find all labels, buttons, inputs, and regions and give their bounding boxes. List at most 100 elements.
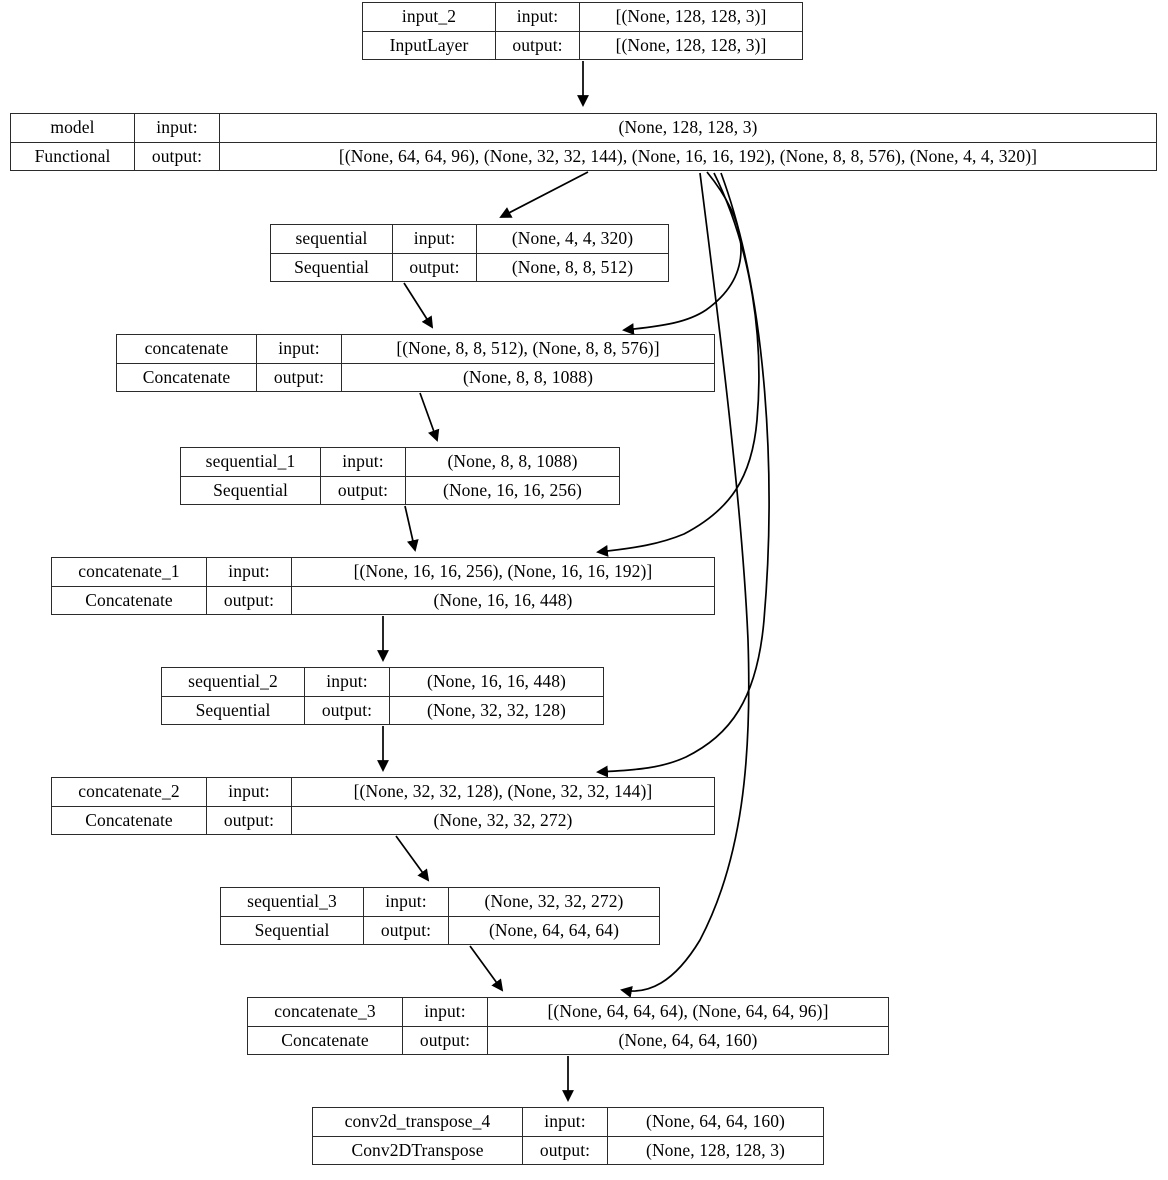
node-output-shape: (None, 16, 16, 448) (433, 589, 573, 610)
node-output-label: output: (305, 696, 390, 724)
node-input-row: conv2d_transpose_4 input: (None, 64, 64,… (313, 1108, 823, 1137)
node-layer-class: Sequential (271, 253, 393, 281)
node-input-label: input: (207, 778, 292, 806)
node-layer-class: Concatenate (52, 586, 207, 614)
node-input-label: input: (257, 335, 342, 363)
node-layer-class: Sequential (221, 916, 364, 944)
node-input-label: input: (496, 3, 580, 31)
node-input-shape: [(None, 8, 8, 512), (None, 8, 8, 576)] (396, 338, 660, 358)
node-output-row: Concatenate output: (None, 32, 32, 272) (52, 806, 714, 834)
node-input-shape: (None, 16, 16, 448) (427, 671, 566, 691)
node-input-label: input: (321, 448, 406, 476)
node-output-row: Functional output: [(None, 64, 64, 96), … (11, 142, 1156, 170)
node-layer-name: input_2 (363, 3, 496, 31)
node-layer-name: sequential_3 (221, 888, 364, 916)
node-output-label: output: (403, 1026, 488, 1054)
node-input-row: sequential_1 input: (None, 8, 8, 1088) (181, 448, 619, 477)
layer-node-model[interactable]: model input: (None, 128, 128, 3) Functio… (10, 113, 1157, 171)
node-input-shape: [(None, 128, 128, 3)] (615, 6, 767, 26)
node-input-label: input: (135, 114, 220, 142)
node-output-label: output: (523, 1136, 608, 1164)
node-output-label: output: (207, 806, 292, 834)
node-input-row: concatenate input: [(None, 8, 8, 512), (… (117, 335, 714, 364)
node-layer-name: model (11, 114, 135, 142)
node-layer-class: InputLayer (363, 31, 496, 59)
node-output-shape: [(None, 128, 128, 3)] (615, 34, 767, 55)
node-input-row: concatenate_2 input: [(None, 32, 32, 128… (52, 778, 714, 807)
node-output-label: output: (364, 916, 449, 944)
node-layer-class: Functional (11, 142, 135, 170)
node-output-row: Sequential output: (None, 32, 32, 128) (162, 696, 603, 724)
layer-node-concatenate[interactable]: concatenate input: [(None, 8, 8, 512), (… (116, 334, 715, 392)
node-input-shape: (None, 8, 8, 1088) (447, 451, 578, 471)
node-layer-name: sequential_2 (162, 668, 305, 696)
edge-sequential3-to-concatenate3 (469, 945, 504, 992)
node-input-label: input: (523, 1108, 608, 1136)
layer-node-concatenate_3[interactable]: concatenate_3 input: [(None, 64, 64, 64)… (247, 997, 889, 1055)
node-input-label: input: (207, 558, 292, 586)
node-output-shape: (None, 32, 32, 128) (427, 699, 566, 720)
node-output-shape: (None, 32, 32, 272) (433, 809, 573, 830)
node-output-label: output: (207, 586, 292, 614)
node-layer-name: concatenate_1 (52, 558, 207, 586)
node-input-label: input: (305, 668, 390, 696)
node-output-shape: (None, 128, 128, 3) (646, 1139, 785, 1160)
node-input-row: concatenate_1 input: [(None, 16, 16, 256… (52, 558, 714, 587)
node-layer-name: conv2d_transpose_4 (313, 1108, 523, 1136)
node-input-shape: [(None, 32, 32, 128), (None, 32, 32, 144… (353, 781, 653, 801)
node-layer-class: Sequential (162, 696, 305, 724)
node-input-row: model input: (None, 128, 128, 3) (11, 114, 1156, 143)
node-output-row: Concatenate output: (None, 16, 16, 448) (52, 586, 714, 614)
node-output-label: output: (321, 476, 406, 504)
node-layer-name: sequential_1 (181, 448, 321, 476)
node-output-row: InputLayer output: [(None, 128, 128, 3)] (363, 31, 802, 59)
node-output-row: Concatenate output: (None, 64, 64, 160) (248, 1026, 888, 1054)
node-layer-class: Sequential (181, 476, 321, 504)
node-input-label: input: (403, 998, 488, 1026)
node-output-label: output: (496, 31, 580, 59)
node-output-shape: (None, 64, 64, 160) (618, 1029, 758, 1050)
edge-concatenate2-to-sequential3 (395, 835, 430, 882)
layer-node-sequential_3[interactable]: sequential_3 input: (None, 32, 32, 272) … (220, 887, 660, 945)
node-input-shape: (None, 32, 32, 272) (484, 891, 624, 911)
node-input-shape: (None, 64, 64, 160) (646, 1111, 785, 1131)
node-input-shape: (None, 4, 4, 320) (511, 228, 634, 248)
node-input-label: input: (364, 888, 449, 916)
node-input-row: sequential_2 input: (None, 16, 16, 448) (162, 668, 603, 697)
node-input-shape: (None, 128, 128, 3) (618, 117, 758, 137)
node-input-row: input_2 input: [(None, 128, 128, 3)] (363, 3, 802, 32)
node-output-shape: (None, 64, 64, 64) (488, 919, 620, 940)
node-layer-name: concatenate_3 (248, 998, 403, 1026)
edge-sequential-to-concatenate (403, 282, 434, 329)
node-output-shape: (None, 16, 16, 256) (443, 479, 582, 500)
node-output-label: output: (135, 142, 220, 170)
layer-node-conv2d_transpose_4[interactable]: conv2d_transpose_4 input: (None, 64, 64,… (312, 1107, 824, 1165)
node-input-label: input: (393, 225, 477, 253)
node-layer-class: Concatenate (117, 363, 257, 391)
node-input-row: concatenate_3 input: [(None, 64, 64, 64)… (248, 998, 888, 1027)
node-layer-class: Conv2DTranspose (313, 1136, 523, 1164)
node-input-shape: [(None, 16, 16, 256), (None, 16, 16, 192… (353, 561, 653, 581)
edge-concatenate-to-sequential1 (419, 392, 440, 442)
layer-node-sequential_2[interactable]: sequential_2 input: (None, 16, 16, 448) … (161, 667, 604, 725)
layer-node-concatenate_1[interactable]: concatenate_1 input: [(None, 16, 16, 256… (51, 557, 715, 615)
layer-node-sequential[interactable]: sequential input: (None, 4, 4, 320) Sequ… (270, 224, 669, 282)
node-output-row: Concatenate output: (None, 8, 8, 1088) (117, 363, 714, 391)
layer-node-sequential_1[interactable]: sequential_1 input: (None, 8, 8, 1088) S… (180, 447, 620, 505)
edge-sequential1-to-concatenate1 (404, 505, 419, 552)
node-output-shape: [(None, 64, 64, 96), (None, 32, 32, 144)… (338, 145, 1038, 166)
node-output-row: Sequential output: (None, 16, 16, 256) (181, 476, 619, 504)
layer-node-concatenate_2[interactable]: concatenate_2 input: [(None, 32, 32, 128… (51, 777, 715, 835)
node-layer-class: Concatenate (52, 806, 207, 834)
layer-node-input_2[interactable]: input_2 input: [(None, 128, 128, 3)] Inp… (362, 2, 803, 60)
node-input-shape: [(None, 64, 64, 64), (None, 64, 64, 96)] (547, 1001, 829, 1021)
node-layer-class: Concatenate (248, 1026, 403, 1054)
node-output-shape: (None, 8, 8, 512) (511, 256, 634, 277)
node-layer-name: sequential (271, 225, 393, 253)
edge-model-to-sequential (499, 171, 589, 218)
node-output-row: Sequential output: (None, 8, 8, 512) (271, 253, 668, 281)
node-output-shape: (None, 8, 8, 1088) (462, 366, 594, 387)
node-output-label: output: (257, 363, 342, 391)
node-output-row: Conv2DTranspose output: (None, 128, 128,… (313, 1136, 823, 1164)
